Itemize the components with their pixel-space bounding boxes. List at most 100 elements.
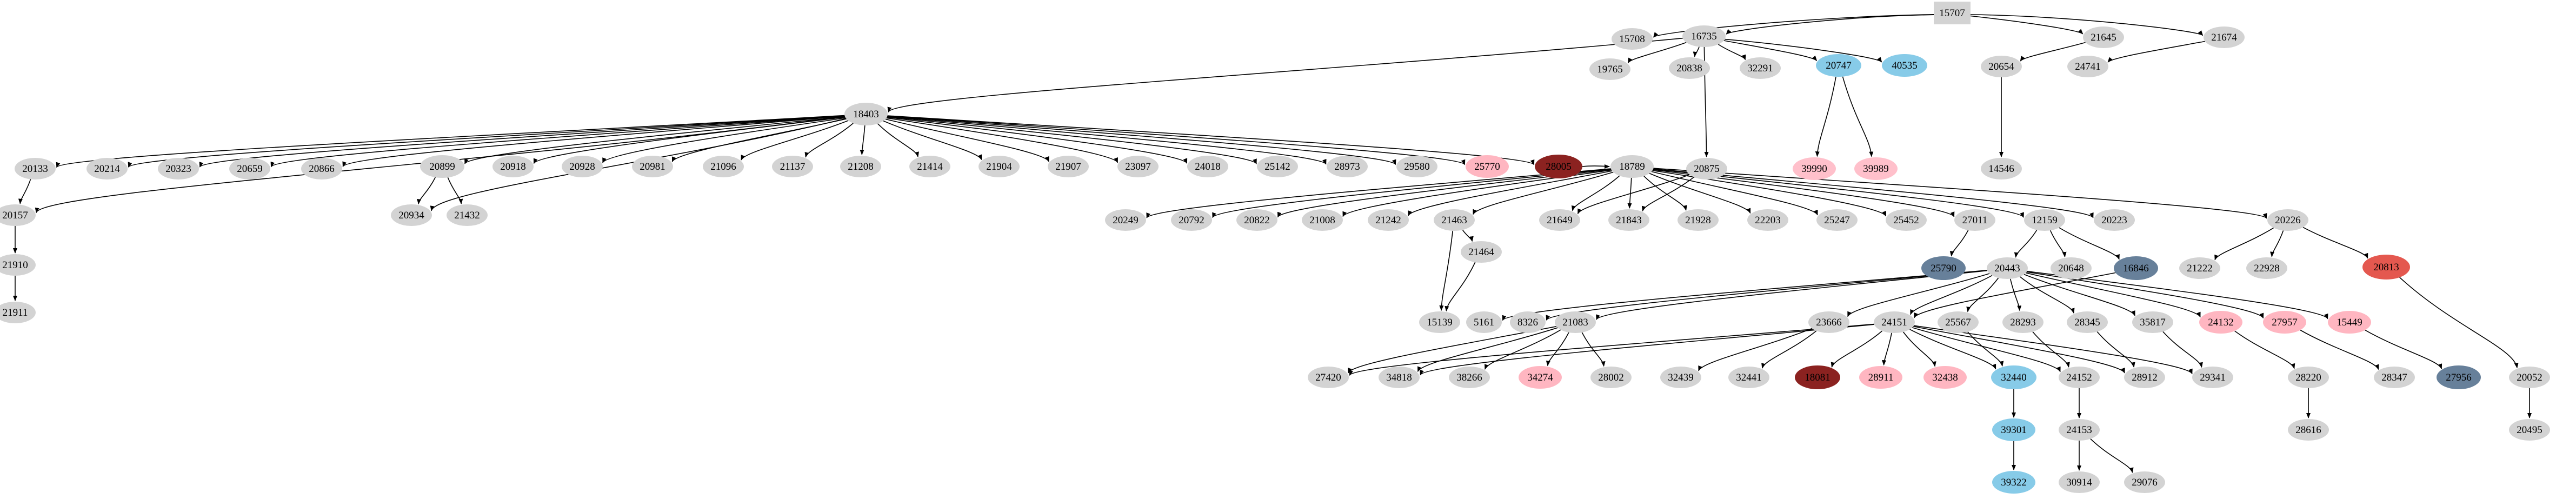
graph-node-20654[interactable]: 20654 — [1981, 56, 2022, 77]
graph-node-20226[interactable]: 20226 — [2267, 209, 2308, 231]
graph-node-25790[interactable]: 25790 — [1921, 256, 1966, 280]
graph-node-22928[interactable]: 22928 — [2246, 257, 2287, 279]
graph-node-20875[interactable]: 20875 — [1686, 158, 1727, 179]
graph-node-22203[interactable]: 22203 — [1747, 209, 1788, 231]
graph-node-18081[interactable]: 18081 — [1795, 365, 1840, 389]
graph-node-29580[interactable]: 29580 — [1396, 156, 1437, 177]
graph-node-16735[interactable]: 16735 — [1682, 25, 1726, 47]
graph-node-21137[interactable]: 21137 — [772, 156, 813, 177]
graph-node-27956[interactable]: 27956 — [2437, 365, 2481, 389]
graph-node-19765[interactable]: 19765 — [1589, 58, 1630, 80]
graph-node-25452[interactable]: 25452 — [1886, 209, 1927, 231]
graph-node-28220[interactable]: 28220 — [2288, 367, 2329, 388]
graph-node-24153[interactable]: 24153 — [2059, 419, 2100, 441]
graph-node-32439[interactable]: 32439 — [1660, 367, 1701, 388]
graph-node-18789[interactable]: 18789 — [1610, 155, 1654, 178]
graph-node-20223[interactable]: 20223 — [2094, 209, 2135, 231]
graph-node-21096[interactable]: 21096 — [703, 156, 744, 177]
graph-node-28347[interactable]: 28347 — [2374, 367, 2415, 388]
graph-node-27420[interactable]: 27420 — [1308, 367, 1349, 388]
graph-node-30914[interactable]: 30914 — [2059, 471, 2100, 493]
graph-node-15449[interactable]: 15449 — [2328, 311, 2371, 334]
graph-node-8326[interactable]: 8326 — [1510, 311, 1546, 333]
graph-node-28911[interactable]: 28911 — [1859, 366, 1902, 389]
graph-node-24132[interactable]: 24132 — [2199, 311, 2242, 334]
graph-node-21674[interactable]: 21674 — [2204, 26, 2245, 48]
graph-node-21843[interactable]: 21843 — [1608, 209, 1649, 231]
graph-node-20813[interactable]: 20813 — [2362, 255, 2410, 280]
graph-node-12159[interactable]: 12159 — [2024, 209, 2065, 231]
graph-node-20495[interactable]: 20495 — [2509, 419, 2550, 441]
graph-node-25770[interactable]: 25770 — [1466, 155, 1509, 178]
graph-node-39989[interactable]: 39989 — [1854, 157, 1898, 180]
graph-node-21083[interactable]: 21083 — [1555, 311, 1596, 333]
graph-node-20792[interactable]: 20792 — [1171, 209, 1212, 231]
graph-node-24152[interactable]: 24152 — [2059, 367, 2100, 388]
graph-node-20934[interactable]: 20934 — [391, 204, 432, 226]
graph-node-32291[interactable]: 32291 — [1740, 57, 1781, 79]
graph-node-24018[interactable]: 24018 — [1187, 156, 1228, 177]
graph-node-15708[interactable]: 15708 — [1612, 28, 1653, 50]
graph-node-21645[interactable]: 21645 — [2083, 26, 2124, 48]
graph-node-21414[interactable]: 21414 — [909, 156, 950, 177]
graph-node-14546[interactable]: 14546 — [1981, 158, 2022, 179]
graph-node-40535[interactable]: 40535 — [1882, 54, 1927, 77]
graph-node-35817[interactable]: 35817 — [2132, 311, 2173, 333]
graph-node-28912[interactable]: 28912 — [2124, 367, 2165, 388]
graph-node-21432[interactable]: 21432 — [447, 204, 488, 226]
graph-node-5161[interactable]: 5161 — [1466, 311, 1502, 333]
graph-node-38266[interactable]: 38266 — [1449, 367, 1490, 388]
graph-node-20838[interactable]: 20838 — [1669, 57, 1710, 79]
graph-node-20659[interactable]: 20659 — [229, 158, 270, 179]
graph-node-29076[interactable]: 29076 — [2124, 471, 2165, 493]
graph-node-20323[interactable]: 20323 — [158, 158, 199, 179]
graph-node-25567[interactable]: 25567 — [1938, 311, 1979, 333]
graph-node-15139[interactable]: 15139 — [1419, 311, 1460, 333]
graph-node-28345[interactable]: 28345 — [2067, 311, 2108, 333]
graph-node-20899[interactable]: 20899 — [420, 155, 464, 178]
graph-node-25247[interactable]: 25247 — [1816, 209, 1858, 231]
graph-node-20157[interactable]: 20157 — [0, 204, 36, 226]
graph-node-27957[interactable]: 27957 — [2263, 311, 2306, 334]
graph-node-28973[interactable]: 28973 — [1327, 156, 1368, 177]
graph-node-20214[interactable]: 20214 — [86, 158, 128, 179]
graph-node-20747[interactable]: 20747 — [1816, 54, 1861, 77]
graph-node-21907[interactable]: 21907 — [1048, 156, 1089, 177]
graph-node-21910[interactable]: 21910 — [0, 254, 36, 276]
graph-node-21463[interactable]: 21463 — [1434, 209, 1475, 231]
graph-node-20822[interactable]: 20822 — [1236, 209, 1277, 231]
graph-node-23666[interactable]: 23666 — [1808, 311, 1849, 333]
graph-node-39322[interactable]: 39322 — [1992, 471, 2035, 494]
graph-node-21222[interactable]: 21222 — [2179, 257, 2220, 279]
graph-node-21464[interactable]: 21464 — [1461, 241, 1502, 263]
graph-node-21242[interactable]: 21242 — [1368, 209, 1409, 231]
graph-node-20052[interactable]: 20052 — [2509, 367, 2550, 388]
graph-node-15707[interactable]: 15707 — [1934, 2, 1971, 24]
graph-node-39990[interactable]: 39990 — [1793, 157, 1836, 180]
graph-node-28005[interactable]: 28005 — [1535, 155, 1582, 178]
graph-node-21208[interactable]: 21208 — [840, 156, 881, 177]
graph-node-28002[interactable]: 28002 — [1590, 367, 1632, 388]
graph-node-21928[interactable]: 21928 — [1678, 209, 1719, 231]
graph-node-32441[interactable]: 32441 — [1728, 367, 1769, 388]
graph-node-39301[interactable]: 39301 — [1992, 418, 2035, 441]
graph-node-28293[interactable]: 28293 — [2002, 311, 2044, 333]
graph-node-18403[interactable]: 18403 — [844, 103, 888, 125]
graph-node-34274[interactable]: 34274 — [1519, 366, 1562, 389]
graph-node-24741[interactable]: 24741 — [2067, 56, 2108, 77]
graph-node-21008[interactable]: 21008 — [1302, 209, 1343, 231]
graph-node-21904[interactable]: 21904 — [979, 156, 1020, 177]
graph-node-24151[interactable]: 24151 — [1874, 311, 1915, 333]
graph-node-25142[interactable]: 25142 — [1257, 156, 1298, 177]
graph-node-20981[interactable]: 20981 — [632, 156, 673, 177]
graph-node-32438[interactable]: 32438 — [1923, 366, 1967, 389]
graph-node-23097[interactable]: 23097 — [1117, 156, 1159, 177]
graph-node-20249[interactable]: 20249 — [1105, 209, 1146, 231]
graph-node-20443[interactable]: 20443 — [1987, 257, 2028, 279]
graph-node-21911[interactable]: 21911 — [0, 302, 36, 323]
graph-node-16846[interactable]: 16846 — [2114, 256, 2158, 280]
graph-node-20866[interactable]: 20866 — [301, 158, 342, 179]
graph-node-34818[interactable]: 34818 — [1379, 367, 1420, 388]
graph-node-20648[interactable]: 20648 — [2051, 257, 2092, 279]
graph-node-20133[interactable]: 20133 — [15, 158, 56, 179]
